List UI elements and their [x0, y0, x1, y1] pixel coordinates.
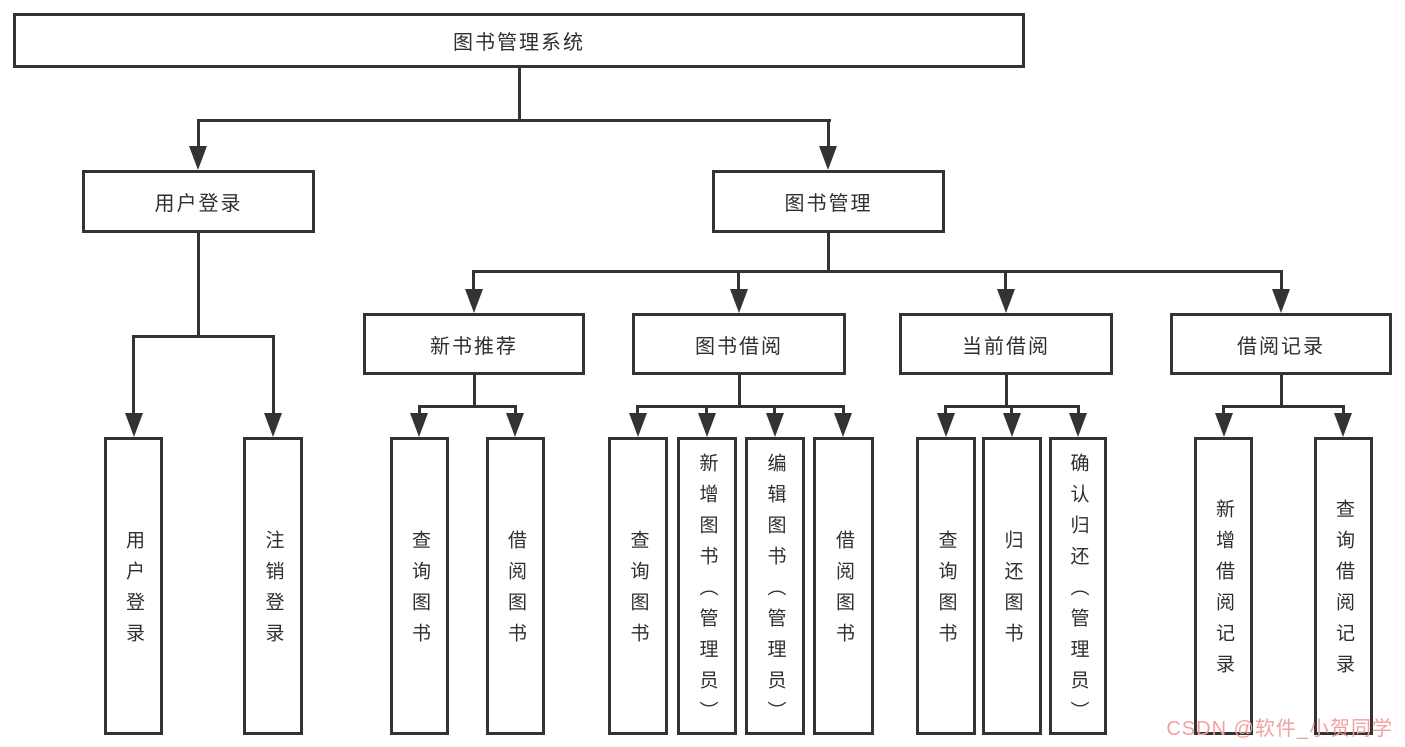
node-borrowing-records: 借阅记录	[1170, 313, 1392, 375]
connector-borrow-drop-4	[842, 405, 845, 415]
connector-borrow-drop-3	[773, 405, 776, 415]
arrowhead-icon	[937, 413, 955, 437]
arrowhead-icon	[1003, 413, 1021, 437]
arrowhead-icon	[465, 289, 483, 313]
node-label: 用户登录	[123, 530, 144, 654]
node-label: 确认归还（管理员）	[1067, 452, 1089, 732]
connector-borrow-stub	[738, 375, 741, 408]
connector-records-stub	[1280, 375, 1283, 408]
arrowhead-icon	[698, 413, 716, 437]
connector-mgmt-stub	[827, 233, 830, 273]
arrowhead-icon	[997, 289, 1015, 313]
arrowhead-icon	[766, 413, 784, 437]
connector-root-stub	[518, 66, 521, 119]
node-label: 图书借阅	[695, 335, 783, 358]
arrowhead-icon	[506, 413, 524, 437]
leaf-borrow-books-recommend: 借阅图书	[486, 437, 545, 735]
node-label: 查询借阅记录	[1333, 499, 1354, 685]
connector-root-bar	[197, 119, 831, 122]
arrowhead-icon	[730, 289, 748, 313]
connector-current-drop-1	[944, 405, 947, 415]
arrowhead-icon	[819, 146, 837, 170]
connector-login-drop-2	[272, 335, 275, 415]
leaf-logout: 注销登录	[243, 437, 303, 735]
node-label: 借阅图书	[833, 530, 854, 654]
connector-mgmt-drop-4	[1280, 270, 1283, 292]
connector-borrow-drop-2	[705, 405, 708, 415]
node-label: 注销登录	[262, 530, 284, 654]
connector-recommend-drop-1	[418, 405, 421, 415]
connector-mgmt-drop-1	[472, 270, 475, 292]
connector-login-drop-1	[132, 335, 135, 415]
node-book-borrowing: 图书借阅	[632, 313, 846, 375]
connector-records-drop-1	[1222, 405, 1225, 415]
connector-current-drop-2	[1010, 405, 1013, 415]
leaf-query-books-borrowing: 查询图书	[608, 437, 668, 735]
connector-root-drop-right	[827, 119, 830, 148]
leaf-add-books-admin: 新增图书（管理员）	[677, 437, 737, 735]
arrowhead-icon	[189, 146, 207, 170]
connector-current-stub	[1005, 375, 1008, 408]
connector-mgmt-bar	[472, 270, 1283, 273]
node-current-borrowing: 当前借阅	[899, 313, 1113, 375]
node-label: 新书推荐	[430, 335, 518, 358]
node-library-management-system: 图书管理系统	[13, 13, 1025, 68]
leaf-query-borrow-record: 查询借阅记录	[1314, 437, 1373, 735]
connector-current-drop-3	[1077, 405, 1080, 415]
leaf-add-borrow-record: 新增借阅记录	[1194, 437, 1253, 735]
leaf-query-books-recommend: 查询图书	[390, 437, 449, 735]
arrowhead-icon	[264, 413, 282, 437]
connector-recommend-bar	[418, 405, 517, 408]
node-label: 图书管理	[784, 193, 873, 215]
node-label: 新增借阅记录	[1213, 499, 1234, 685]
node-label: 新增图书（管理员）	[696, 452, 718, 732]
connector-root-drop-left	[197, 119, 200, 148]
leaf-return-books: 归还图书	[982, 437, 1042, 735]
connector-mgmt-drop-2	[737, 270, 740, 292]
node-label: 当前借阅	[962, 335, 1050, 358]
leaf-edit-books-admin: 编辑图书（管理员）	[745, 437, 805, 735]
arrowhead-icon	[1215, 413, 1233, 437]
arrowhead-icon	[629, 413, 647, 437]
leaf-confirm-return-admin: 确认归还（管理员）	[1049, 437, 1107, 735]
node-label: 借阅记录	[1237, 335, 1325, 358]
connector-records-drop-2	[1342, 405, 1345, 415]
node-book-management: 图书管理	[712, 170, 945, 233]
node-label: 查询图书	[935, 530, 957, 654]
arrowhead-icon	[834, 413, 852, 437]
node-label: 用户登录	[154, 193, 243, 215]
connector-recommend-stub	[473, 375, 476, 408]
leaf-user-login: 用户登录	[104, 437, 163, 735]
connector-login-stub	[197, 233, 200, 338]
connector-mgmt-drop-3	[1004, 270, 1007, 292]
connector-borrow-bar	[636, 405, 845, 408]
arrowhead-icon	[1069, 413, 1087, 437]
arrowhead-icon	[1334, 413, 1352, 437]
node-user-login: 用户登录	[82, 170, 315, 233]
node-label: 借阅图书	[505, 530, 526, 654]
node-label: 编辑图书（管理员）	[764, 452, 786, 732]
leaf-borrow-books: 借阅图书	[813, 437, 874, 735]
node-new-book-recommend: 新书推荐	[363, 313, 585, 375]
node-label: 图书管理系统	[453, 32, 585, 54]
node-label: 查询图书	[627, 530, 649, 654]
connector-recommend-drop-2	[514, 405, 517, 415]
connector-borrow-drop-1	[636, 405, 639, 415]
connector-records-bar	[1222, 405, 1345, 408]
arrowhead-icon	[125, 413, 143, 437]
node-label: 归还图书	[1001, 530, 1023, 654]
leaf-query-books-current: 查询图书	[916, 437, 976, 735]
arrowhead-icon	[1272, 289, 1290, 313]
node-label: 查询图书	[409, 530, 430, 654]
arrowhead-icon	[410, 413, 428, 437]
connector-login-bar	[132, 335, 275, 338]
